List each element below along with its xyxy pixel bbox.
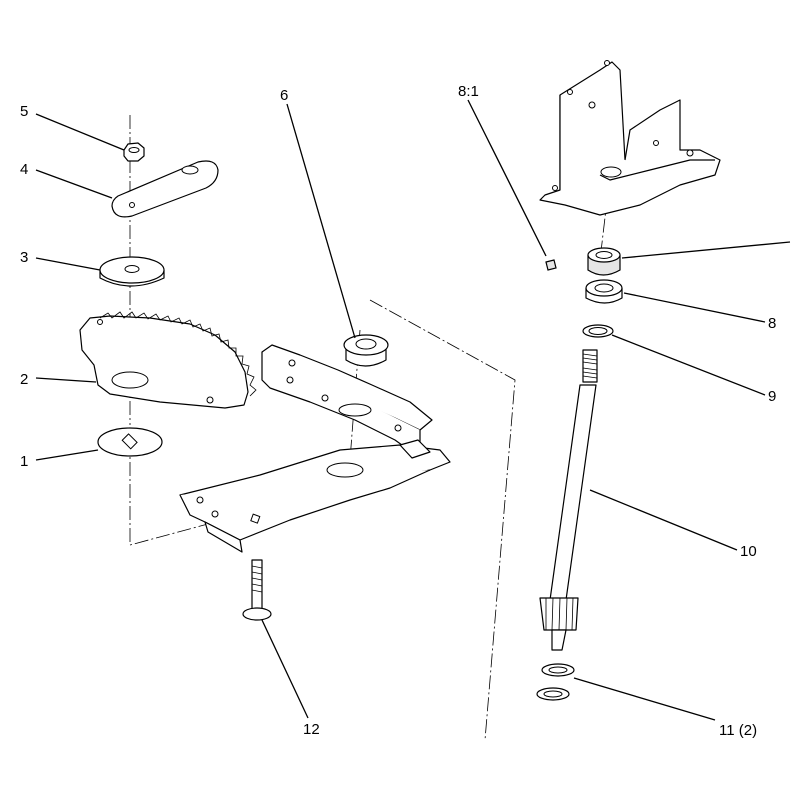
callout-4: 4: [20, 161, 28, 178]
callout-labels: 5 4 3 2 1 6 8:1 8 9 10 11 (2) 12: [20, 83, 776, 739]
bolt-part-12: [242, 559, 272, 621]
callout-3: 3: [20, 249, 28, 266]
set-screw-part-8-1: [545, 259, 557, 271]
washers-part-11: [536, 663, 575, 701]
callout-1: 1: [20, 453, 28, 470]
callout-2: 2: [20, 371, 28, 388]
sector-gear-part-2: [79, 311, 257, 409]
bearing-part-8: [585, 279, 623, 304]
callout-6: 6: [280, 87, 288, 104]
link-plate-part-4: [111, 160, 219, 218]
callout-5: 5: [20, 103, 28, 120]
washer-part-1: [97, 427, 163, 457]
bushing-part-6: [343, 334, 389, 367]
shaft-part-10: [539, 349, 598, 651]
spacer-part-3: [99, 256, 165, 287]
hex-nut-part-5: [123, 142, 145, 162]
callout-8-1: 8:1: [458, 83, 479, 100]
pivot-bracket: [179, 344, 451, 553]
callout-10: 10: [740, 543, 757, 560]
flange-bushing: [587, 247, 621, 276]
snap-ring-part-9: [582, 324, 614, 338]
callout-11: 11 (2): [719, 722, 757, 739]
leader-lines: [35, 99, 791, 721]
callout-8: 8: [768, 315, 776, 332]
callout-9: 9: [768, 388, 776, 405]
steering-bracket: [539, 60, 721, 216]
callout-12: 12: [303, 721, 320, 738]
